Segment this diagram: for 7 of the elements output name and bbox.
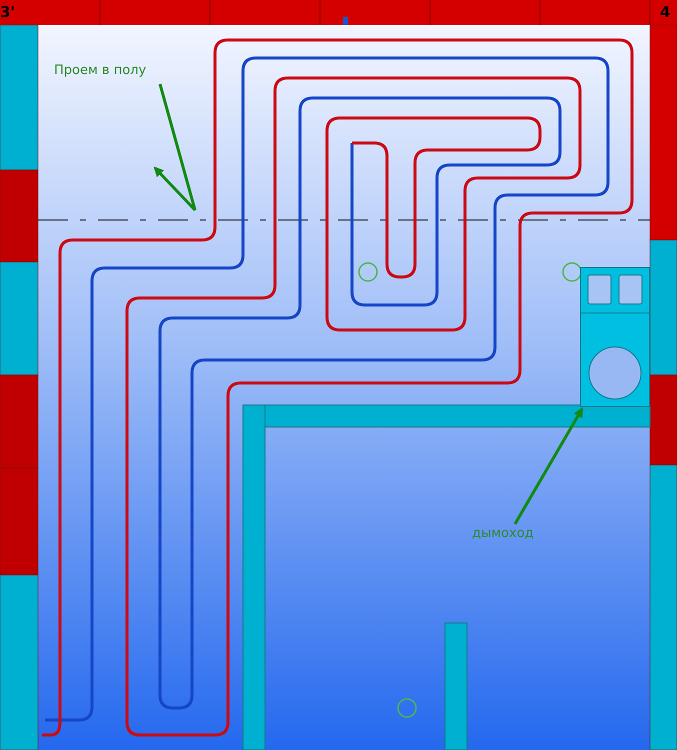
axis-mark: 4 — [660, 3, 670, 21]
axis-mark: 3' — [0, 3, 16, 21]
leader-arrow — [154, 84, 196, 212]
leader-arrow — [514, 407, 584, 525]
chimney-drawing — [580, 267, 650, 407]
annotation-label: Проем в полу — [54, 63, 146, 78]
annotation-label: дымоход — [472, 526, 534, 541]
